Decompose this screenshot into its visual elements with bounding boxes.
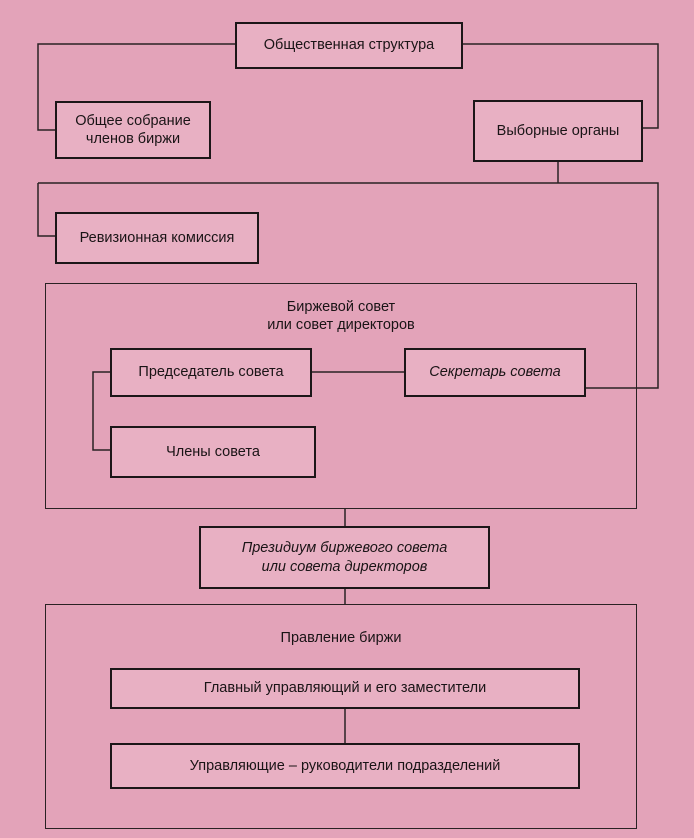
- exchange-board-title: Правление биржи: [280, 630, 402, 646]
- connector-elected-bracket: [38, 182, 659, 389]
- audit-commission-box: Ревизионная комиссия: [55, 212, 259, 264]
- connector-top-left: [37, 43, 235, 131]
- public-structure-box: Общественная структура: [235, 22, 463, 69]
- council-secretary-box: Секретарь совета: [404, 348, 586, 397]
- connector-audit: [37, 183, 55, 237]
- exchange-council-title: Биржевой совет или совет директоров: [267, 299, 415, 334]
- exchange-board-frame: Правление биржи: [45, 604, 637, 829]
- council-chairman-box: Председатель совета: [110, 348, 312, 397]
- council-members-box: Члены совета: [110, 426, 316, 478]
- general-meeting-box: Общее собрание членов биржи: [55, 101, 211, 159]
- division-managers-box: Управляющие – руководители подразделений: [110, 743, 580, 789]
- connector-chairman-members: [92, 371, 110, 451]
- elected-bodies-box: Выборные органы: [473, 100, 643, 162]
- exchange-council-frame: Биржевой совет или совет директоров: [45, 283, 637, 509]
- chief-manager-box: Главный управляющий и его заместители: [110, 668, 580, 709]
- presidium-box: Президиум биржевого совета или совета ди…: [199, 526, 490, 589]
- connector-top-right: [463, 43, 659, 129]
